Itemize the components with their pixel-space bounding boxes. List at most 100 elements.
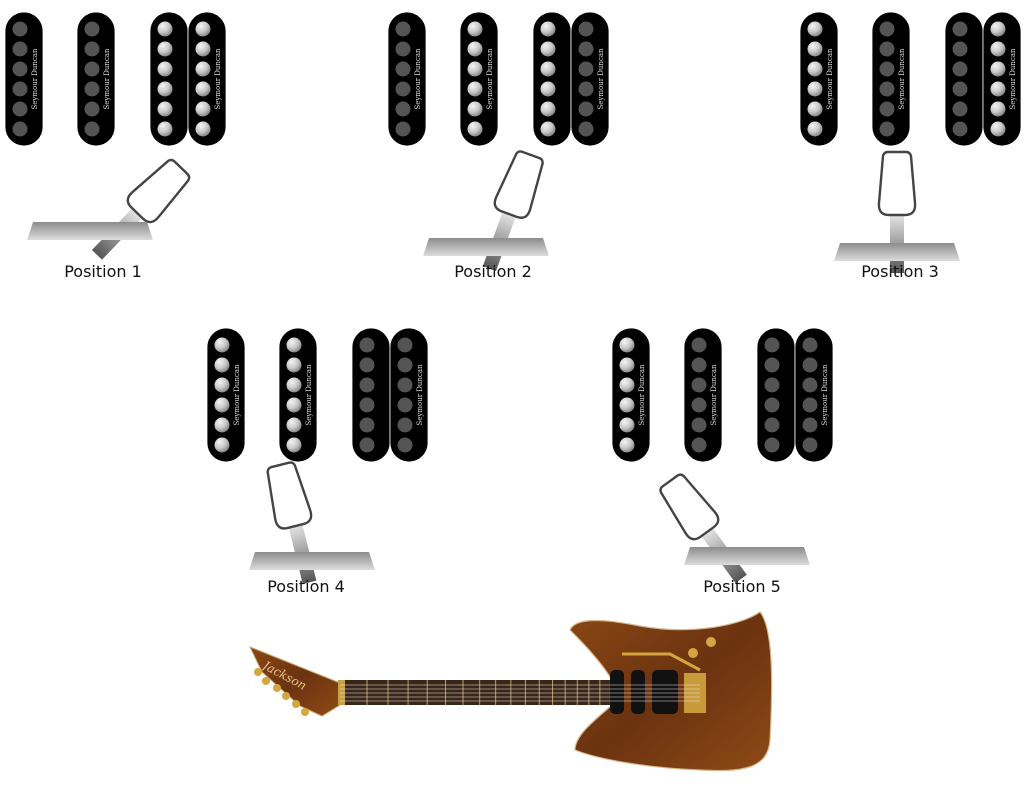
pole-piece-active [990, 101, 1006, 117]
pole-piece-inactive [691, 377, 707, 393]
pole-piece-inactive [879, 41, 895, 57]
switch-base-plate [27, 222, 153, 240]
bridge-humbucker: Seymour Duncan [944, 11, 1022, 147]
pickup-brand-label: Seymour Duncan [416, 364, 424, 426]
pole-piece-inactive [879, 81, 895, 97]
pole-piece-active [619, 437, 635, 453]
neck-pickup: Seymour Duncan [799, 11, 839, 147]
pole-piece-active [195, 81, 211, 97]
switch-knob-tip [877, 150, 917, 217]
pole-piece-inactive [359, 357, 375, 373]
pole-piece-active [157, 81, 173, 97]
switch-base-plate [834, 243, 960, 261]
pickup-brand-label: Seymour Duncan [1009, 48, 1017, 110]
pole-piece-active [807, 21, 823, 37]
pole-piece-inactive [802, 337, 818, 353]
pole-piece-active [807, 81, 823, 97]
selector-switch [423, 150, 549, 271]
pole-piece-inactive [879, 101, 895, 117]
pole-piece-active [619, 417, 635, 433]
bridge-inner-coil [149, 11, 189, 147]
position-label: Position 5 [703, 577, 781, 596]
pole-piece-inactive [764, 337, 780, 353]
guitar-nut [338, 680, 345, 705]
pole-piece-inactive [691, 357, 707, 373]
middle-pickup: Seymour Duncan [278, 327, 318, 463]
pole-piece-inactive [802, 397, 818, 413]
middle-pickup: Seymour Duncan [459, 11, 499, 147]
switch-knob-tip [266, 461, 313, 530]
switch-base-plate [249, 552, 375, 570]
pole-piece-inactive [578, 81, 594, 97]
neck-pickup: Seymour Duncan [387, 11, 427, 147]
pole-piece-inactive [12, 41, 28, 57]
tremolo-arm [622, 652, 701, 672]
pole-piece-inactive [764, 437, 780, 453]
pole-piece-inactive [952, 61, 968, 77]
pole-piece-active [157, 101, 173, 117]
pole-piece-inactive [397, 337, 413, 353]
pole-piece-active [195, 21, 211, 37]
pole-piece-active [286, 337, 302, 353]
pole-piece-inactive [84, 121, 100, 137]
selector-switch [27, 158, 191, 260]
pole-piece-inactive [802, 357, 818, 373]
pole-piece-active [214, 397, 230, 413]
pole-piece-active [157, 41, 173, 57]
guitar-middle-pickup [631, 670, 645, 714]
pole-piece-inactive [952, 101, 968, 117]
pole-piece-active [540, 41, 556, 57]
position-label: Position 1 [64, 262, 142, 281]
tone-knob [706, 637, 716, 647]
pole-piece-inactive [359, 397, 375, 413]
pole-piece-inactive [395, 81, 411, 97]
switch-lever [91, 158, 191, 260]
position-label: Position 3 [861, 262, 939, 281]
middle-pickup: Seymour Duncan [76, 11, 116, 147]
switch-base-plate [423, 238, 549, 256]
pole-piece-active [467, 81, 483, 97]
pickup-brand-label: Seymour Duncan [826, 48, 834, 110]
guitar-neck-pickup [610, 670, 624, 714]
pole-piece-active [214, 357, 230, 373]
pole-piece-inactive [764, 417, 780, 433]
switch-knob-tip [126, 158, 191, 224]
position-label: Position 4 [267, 577, 345, 596]
pole-piece-inactive [84, 61, 100, 77]
neck-pickup: Seymour Duncan [611, 327, 651, 463]
pole-piece-inactive [802, 417, 818, 433]
pole-piece-inactive [578, 21, 594, 37]
pole-piece-inactive [359, 337, 375, 353]
bridge-outer-coil: Seymour Duncan [570, 11, 610, 147]
pole-piece-active [286, 437, 302, 453]
bridge-inner-coil [944, 11, 984, 147]
bridge-outer-coil: Seymour Duncan [982, 11, 1022, 147]
pole-piece-inactive [879, 21, 895, 37]
bridge-humbucker: Seymour Duncan [351, 327, 429, 463]
pole-piece-inactive [84, 41, 100, 57]
pole-piece-inactive [802, 437, 818, 453]
bridge-inner-coil [532, 11, 572, 147]
pole-piece-active [195, 101, 211, 117]
pole-piece-active [807, 41, 823, 57]
pickup-brand-label: Seymour Duncan [103, 48, 111, 110]
pole-piece-inactive [952, 121, 968, 137]
pole-piece-inactive [764, 357, 780, 373]
guitar-illustration: Jackson [248, 611, 773, 772]
position-label: Position 2 [454, 262, 532, 281]
pole-piece-active [990, 21, 1006, 37]
pole-piece-active [467, 121, 483, 137]
pole-piece-active [195, 121, 211, 137]
pole-piece-inactive [952, 21, 968, 37]
pole-piece-inactive [691, 417, 707, 433]
pole-piece-active [807, 121, 823, 137]
pole-piece-inactive [395, 41, 411, 57]
pole-piece-active [157, 121, 173, 137]
pole-piece-active [619, 357, 635, 373]
pickup-brand-label: Seymour Duncan [597, 48, 605, 110]
pole-piece-inactive [395, 61, 411, 77]
pole-piece-active [195, 61, 211, 77]
tuning-pegs [254, 668, 309, 716]
